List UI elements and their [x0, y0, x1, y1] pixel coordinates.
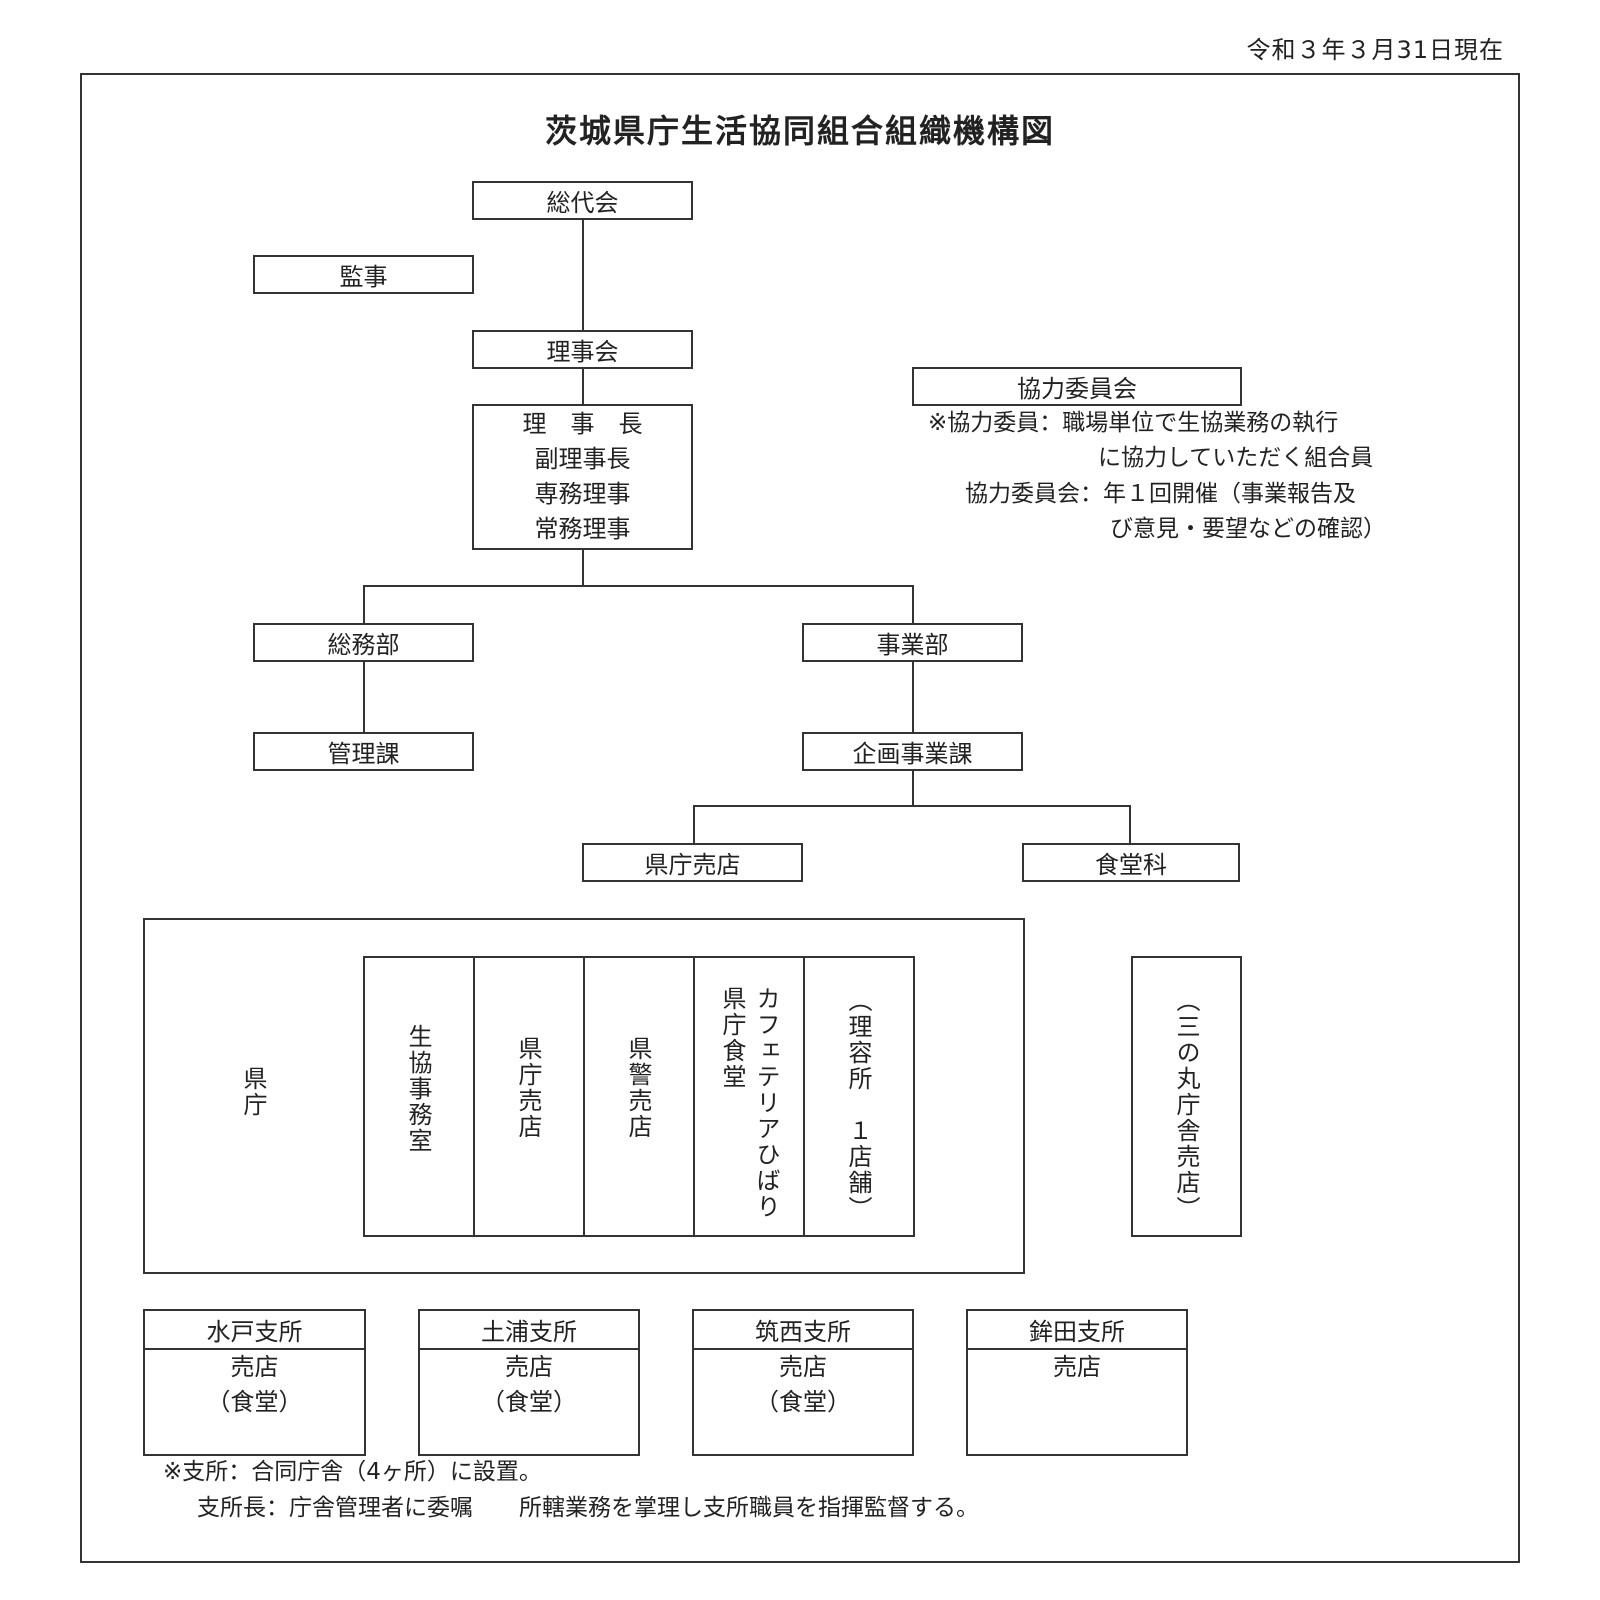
branch-hokota: 鉾田支所 売店 — [966, 1309, 1188, 1456]
branch-service: 売店 — [505, 1353, 553, 1381]
officer-managing: 常務理事 — [534, 515, 631, 543]
kencho-cell-text-2: 県庁売店 — [514, 1036, 542, 1140]
node-shokudoka: 食堂科 — [1022, 843, 1240, 882]
node-somubu: 総務部 — [253, 623, 474, 662]
node-jigyobu: 事業部 — [802, 623, 1023, 662]
officer-chairman: 理 事 長 — [522, 410, 643, 438]
connector-line — [363, 585, 914, 587]
branch-name: 鉾田支所 — [968, 1311, 1186, 1350]
branch-services: 売店 （食堂） — [145, 1350, 364, 1420]
branch-service: （食堂） — [755, 1388, 851, 1416]
node-kikaku: 企画事業課 — [802, 732, 1023, 771]
officer-senior-managing: 専務理事 — [534, 480, 631, 508]
kyoryoku-note-2: に協力していただく組合員 — [1098, 445, 1374, 471]
connector-line — [582, 549, 584, 587]
diagram-frame — [80, 73, 1520, 1563]
node-officers: 理 事 長 副理事長 専務理事 常務理事 — [472, 404, 693, 550]
connector-line — [693, 805, 695, 845]
kencho-cell-barber — [803, 956, 915, 1237]
branch-service: 売店 — [230, 1353, 279, 1381]
node-kanji: 監事 — [253, 255, 474, 294]
connector-line — [363, 585, 365, 625]
branch-services: 売店 （食堂） — [420, 1350, 638, 1420]
branch-tsuchiura: 土浦支所 売店 （食堂） — [418, 1309, 640, 1456]
kyoryoku-note-3: 協力委員会：年１回開催（事業報告及 — [965, 481, 1356, 507]
kencho-cell-seikyo-office — [363, 956, 475, 1237]
kencho-cell-cafeteria — [693, 956, 805, 1237]
footer-note-2: 支所長：庁舎管理者に委嘱 所轄業務を掌理し支所職員を指揮監督する。 — [197, 1495, 979, 1521]
branch-chikusei: 筑西支所 売店 （食堂） — [692, 1309, 914, 1456]
diagram-title: 茨城県庁生活協同組合組織機構図 — [544, 112, 1055, 150]
connector-line — [912, 585, 914, 625]
officer-vice-chairman: 副理事長 — [534, 445, 631, 473]
kyoryoku-note-4: び意見・要望などの確認） — [1110, 516, 1386, 542]
branch-mito: 水戸支所 売店 （食堂） — [143, 1309, 366, 1456]
kencho-cell-kenkei-baiten — [583, 956, 695, 1237]
connector-line — [582, 218, 584, 332]
branch-services: 売店 （食堂） — [694, 1350, 912, 1420]
node-kanrika: 管理課 — [253, 732, 474, 771]
connector-line — [363, 661, 365, 734]
kencho-cell-text-5: （理容所 １店舗） — [844, 988, 872, 1222]
node-kencho-baiten: 県庁売店 — [582, 843, 803, 882]
kencho-group-label: 県庁 — [239, 1066, 267, 1118]
branch-services: 売店 — [968, 1350, 1186, 1385]
as-of-date: 令和３年３月31日現在 — [1246, 36, 1504, 64]
kyoryoku-note-1: ※協力委員：職場単位で生協業務の執行 — [928, 410, 1339, 436]
branch-service: （食堂） — [206, 1388, 303, 1416]
branch-name: 水戸支所 — [145, 1311, 364, 1350]
sannomaru-text: （三の丸庁舎売店） — [1172, 988, 1200, 1222]
kencho-cell-text-3: 県警売店 — [624, 1036, 652, 1140]
kencho-cell-text-1: 生協事務室 — [404, 1024, 432, 1154]
footer-note-1: ※支所：合同庁舎（4ヶ所）に設置。 — [163, 1459, 542, 1485]
branch-name: 筑西支所 — [694, 1311, 912, 1350]
branch-service: 売店 — [779, 1353, 827, 1381]
sannomaru-box — [1131, 956, 1242, 1237]
node-rijikai: 理事会 — [472, 330, 693, 369]
branch-service: （食堂） — [481, 1388, 577, 1416]
connector-line — [912, 770, 914, 807]
branch-name: 土浦支所 — [420, 1311, 638, 1350]
kencho-cell-text-4: カフェテリアひばり 県庁食堂 — [718, 986, 780, 1220]
connector-line — [912, 661, 914, 734]
connector-line — [693, 805, 1131, 807]
branch-service: 売店 — [1053, 1353, 1101, 1381]
connector-line — [582, 368, 584, 406]
node-kyoryoku-committee: 協力委員会 — [912, 367, 1242, 406]
node-soudaikai: 総代会 — [472, 181, 693, 220]
connector-line — [1129, 805, 1131, 845]
